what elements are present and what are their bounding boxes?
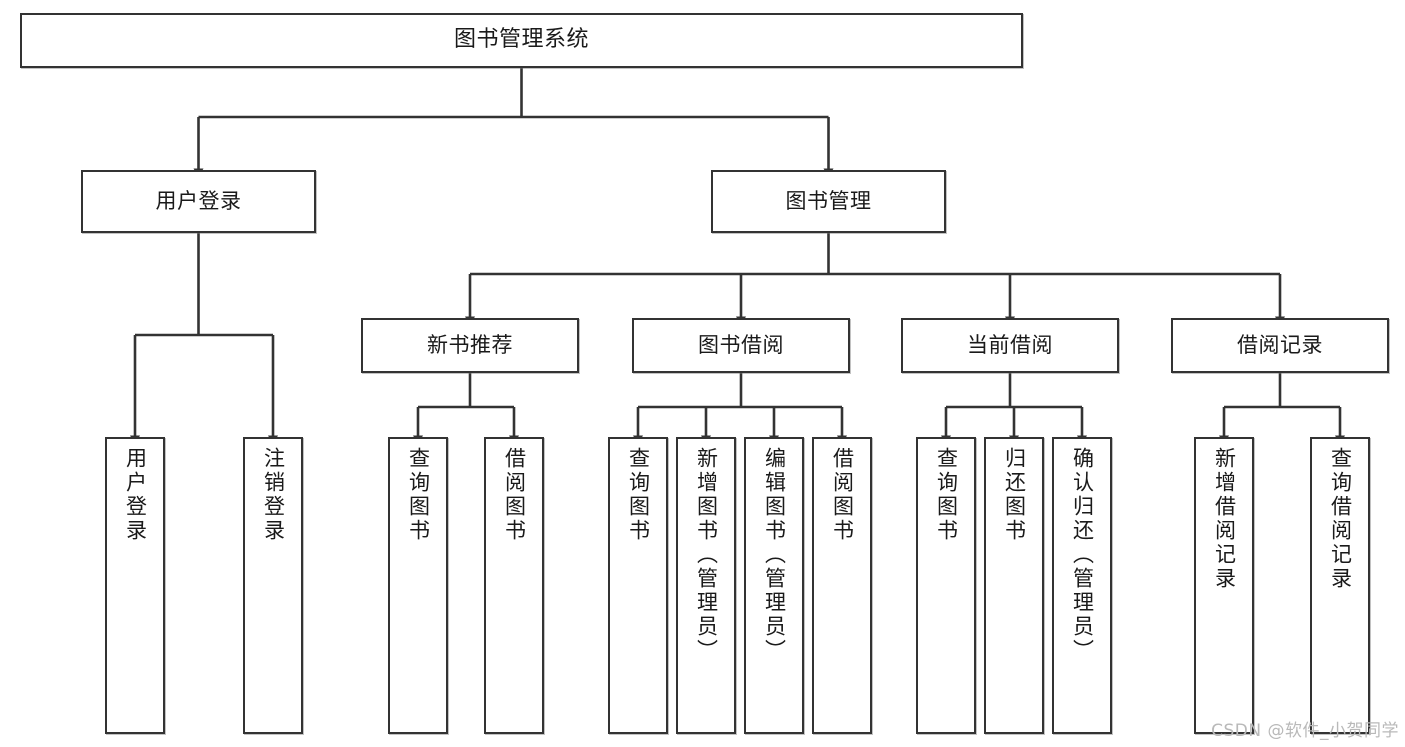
node-leaf-query-book-b-label: 查询图书 [626,447,651,543]
node-leaf-logout[interactable]: 注销登录 [243,437,303,734]
node-leaf-confirm-return-label: 确认归还（管理员） [1070,447,1095,663]
node-leaf-add-book[interactable]: 新增图书（管理员） [676,437,736,734]
node-leaf-return-book[interactable]: 归还图书 [984,437,1044,734]
node-user-login[interactable]: 用户登录 [81,170,316,233]
node-new-book-recommend[interactable]: 新书推荐 [361,318,579,373]
node-leaf-query-book-c[interactable]: 查询图书 [916,437,976,734]
csdn-watermark: CSDN @软件_小贺同学 [1211,721,1399,741]
node-book-borrow[interactable]: 图书借阅 [632,318,850,373]
node-leaf-query-book-b[interactable]: 查询图书 [608,437,668,734]
node-leaf-logout-label: 注销登录 [261,447,286,543]
node-leaf-query-record-label: 查询借阅记录 [1328,447,1353,591]
node-leaf-borrow-book-b[interactable]: 借阅图书 [812,437,872,734]
node-book-manage-label: 图书管理 [785,188,872,213]
node-leaf-query-book-c-label: 查询图书 [934,447,959,543]
node-leaf-confirm-return[interactable]: 确认归还（管理员） [1052,437,1112,734]
node-leaf-return-book-label: 归还图书 [1002,447,1027,543]
node-leaf-user-login[interactable]: 用户登录 [105,437,165,734]
node-leaf-edit-book-label: 编辑图书（管理员） [762,447,787,663]
node-leaf-edit-book[interactable]: 编辑图书（管理员） [744,437,804,734]
node-current-borrow-label: 当前借阅 [967,332,1053,357]
node-user-login-label: 用户登录 [155,188,242,213]
node-new-book-recommend-label: 新书推荐 [427,332,513,357]
node-root[interactable]: 图书管理系统 [20,13,1023,68]
node-leaf-user-login-label: 用户登录 [123,447,148,543]
node-leaf-borrow-book-b-label: 借阅图书 [830,447,855,543]
node-borrow-record[interactable]: 借阅记录 [1171,318,1389,373]
node-leaf-add-record-label: 新增借阅记录 [1212,447,1237,591]
node-root-label: 图书管理系统 [453,27,589,53]
node-leaf-query-record[interactable]: 查询借阅记录 [1310,437,1370,734]
node-current-borrow[interactable]: 当前借阅 [901,318,1119,373]
node-leaf-query-book-a[interactable]: 查询图书 [388,437,448,734]
node-leaf-borrow-book-a[interactable]: 借阅图书 [484,437,544,734]
node-book-borrow-label: 图书借阅 [698,332,784,357]
node-leaf-borrow-book-a-label: 借阅图书 [502,447,527,543]
node-leaf-add-record[interactable]: 新增借阅记录 [1194,437,1254,734]
node-leaf-query-book-a-label: 查询图书 [406,447,431,543]
node-borrow-record-label: 借阅记录 [1237,332,1323,357]
node-book-manage[interactable]: 图书管理 [711,170,946,233]
node-leaf-add-book-label: 新增图书（管理员） [694,447,719,663]
